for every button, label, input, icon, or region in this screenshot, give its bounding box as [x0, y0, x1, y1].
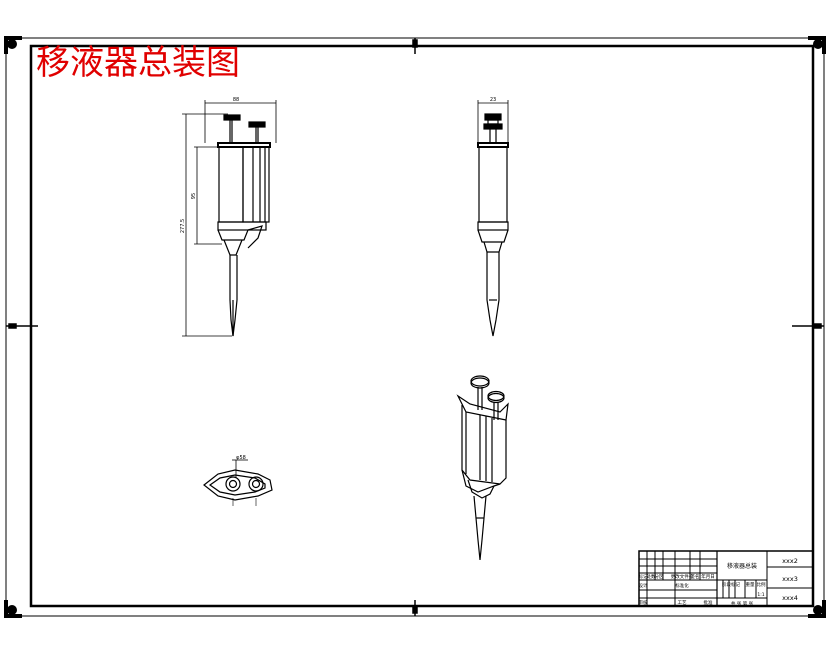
- plan-view: [203, 459, 273, 506]
- side-width-dimension: 23: [490, 97, 496, 103]
- standard-label: 标准化: [675, 582, 689, 589]
- front-view: [182, 100, 277, 337]
- title-block: [638, 550, 814, 607]
- title-block-code-2: xxx3: [782, 575, 798, 583]
- weight-label: 重量: [746, 581, 755, 588]
- sheet-label: 共 张 第 张: [731, 600, 754, 607]
- header-signature: 签名: [691, 573, 700, 580]
- inner-frame: [29, 44, 815, 608]
- approve-label: 批准: [704, 599, 713, 606]
- corner-marks: [4, 36, 826, 618]
- drawing-title: 移液器总装图: [36, 43, 240, 83]
- side-view: [477, 100, 509, 337]
- outer-frame: [5, 37, 825, 617]
- header-date: 年月日: [701, 573, 715, 580]
- title-block-code-3: xxx4: [782, 594, 798, 602]
- front-total-height-dimension: 277.5: [180, 219, 186, 233]
- process-label: 工艺: [678, 600, 687, 606]
- title-block-text: 移液器总装 xxx2 xxx3 xxx4 标记 处数 分区 更改文件号 签名 年…: [639, 557, 798, 607]
- review-label: 审核: [639, 599, 648, 606]
- scale-value: 1:1: [757, 592, 764, 598]
- isometric-view: [456, 375, 509, 561]
- title-block-code-1: xxx2: [782, 557, 798, 565]
- header-count: 处数: [647, 573, 656, 580]
- title-block-drawing-name: 移液器总装: [727, 562, 757, 570]
- header-zone: 分区: [655, 573, 664, 580]
- header-mark: 标记: [639, 573, 648, 580]
- header-change-doc: 更改文件号: [671, 573, 694, 580]
- plan-diameter-dimension: φ58: [236, 455, 246, 461]
- design-label: 设计: [639, 582, 648, 589]
- scale-label: 比例: [757, 581, 766, 588]
- centering-marks: [6, 38, 824, 616]
- stage-label: 阶段标记: [722, 581, 740, 588]
- front-width-dimension: 88: [233, 97, 239, 103]
- front-mid-height-dimension: 95: [191, 193, 197, 199]
